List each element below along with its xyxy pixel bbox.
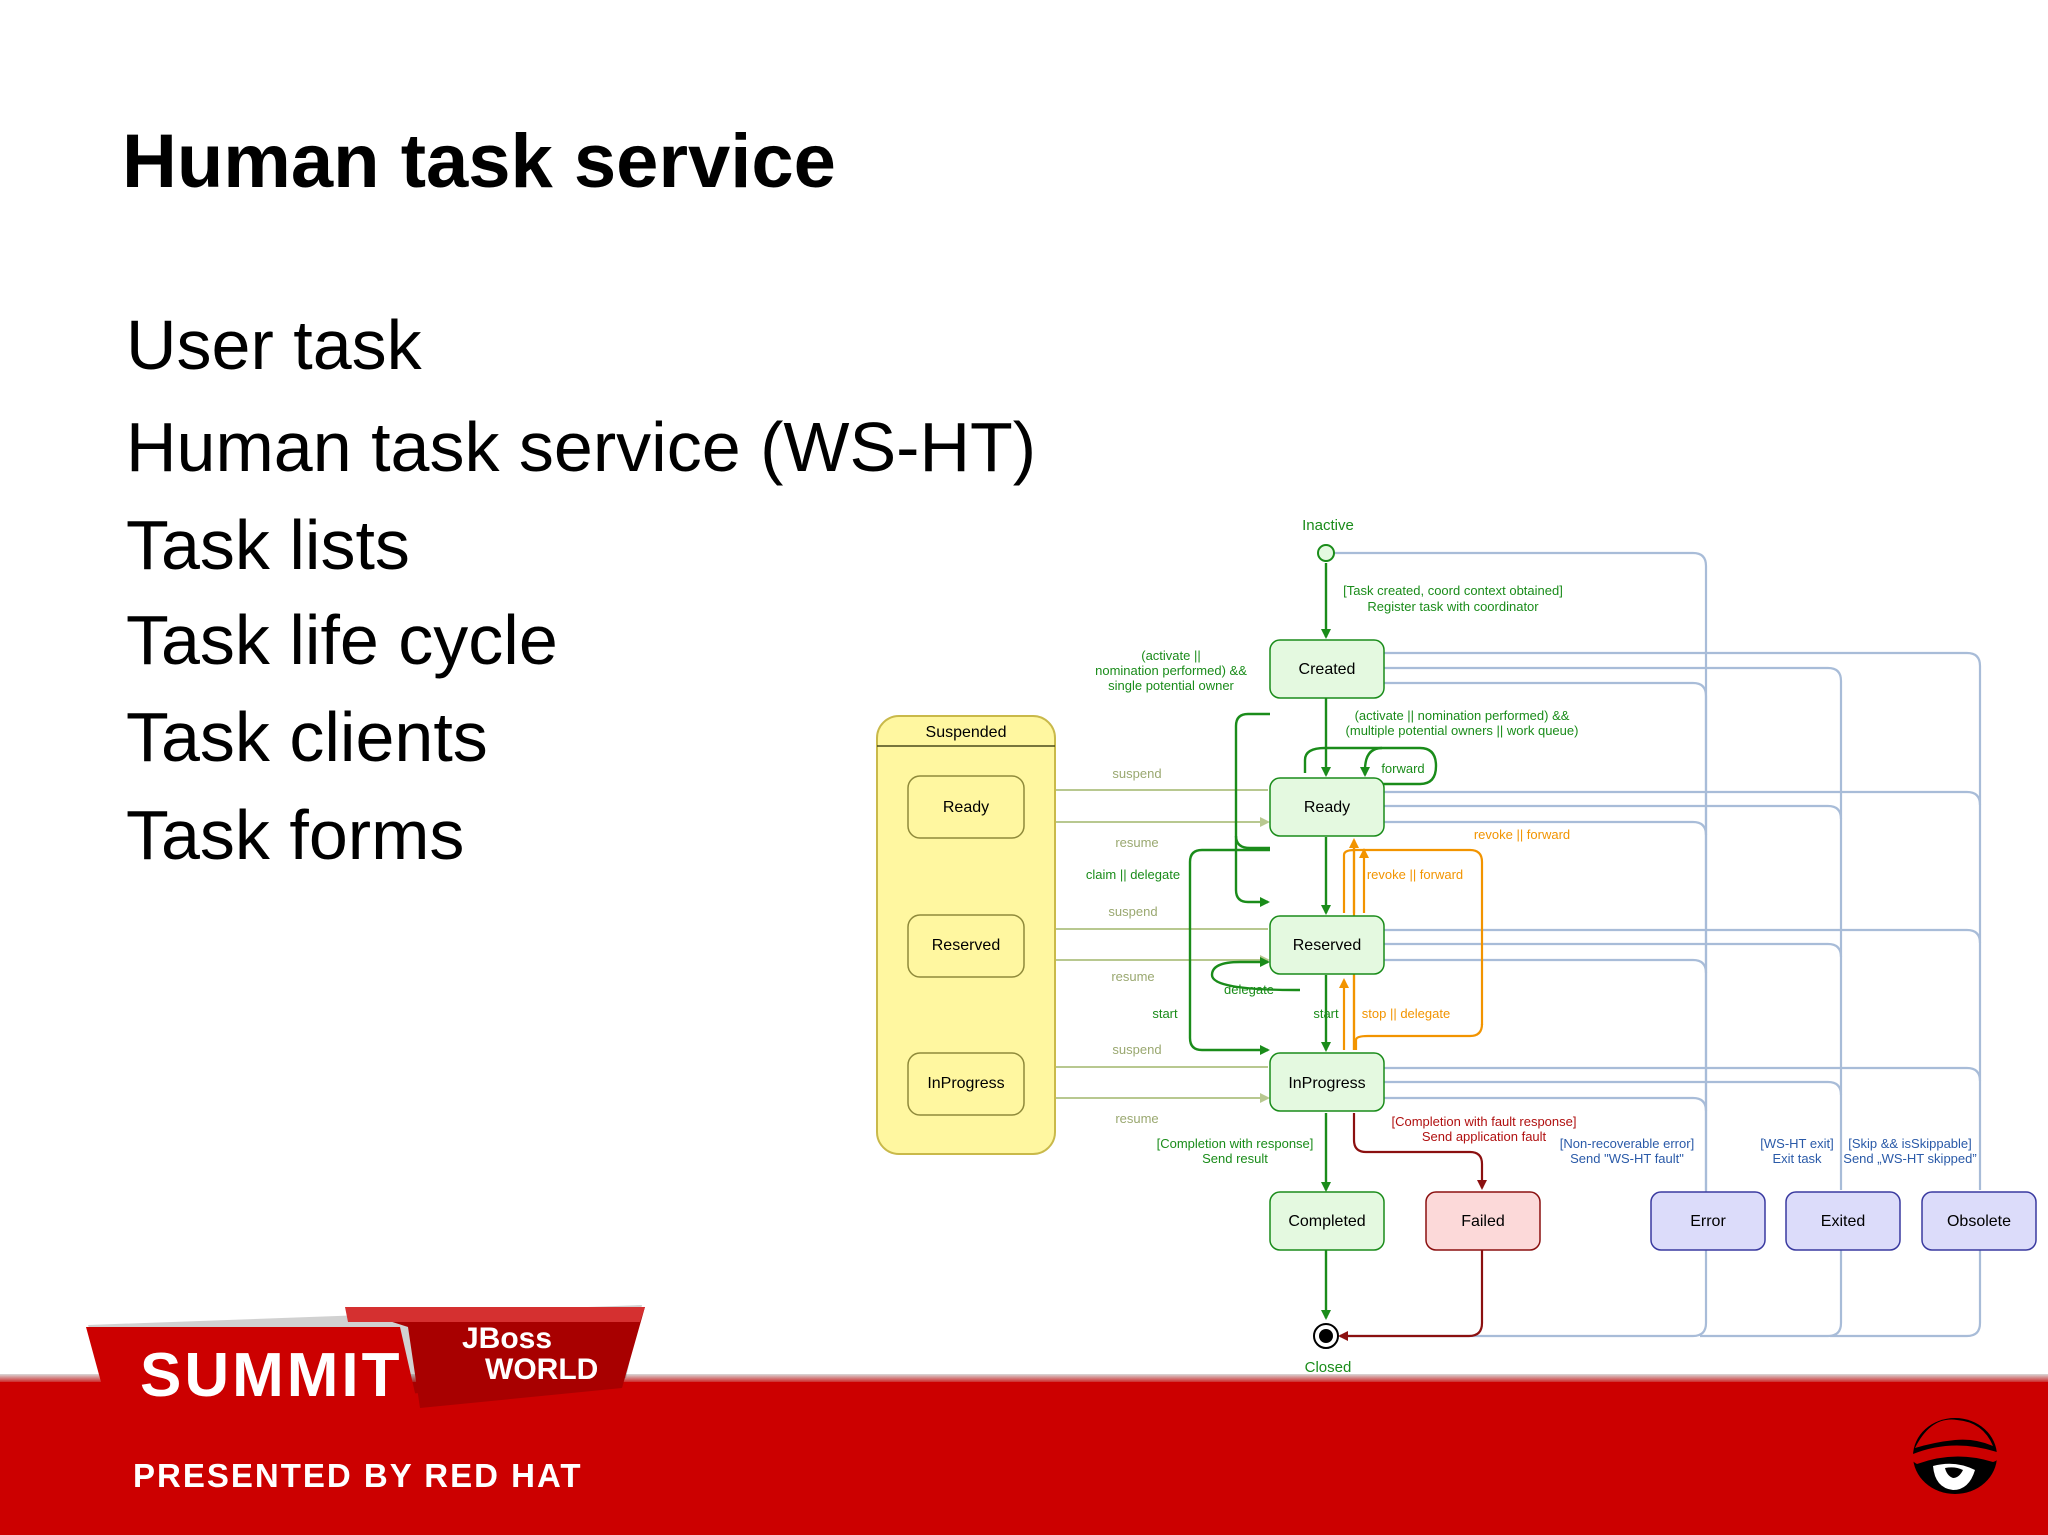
suspended-ready-state [907, 775, 1025, 839]
error-state [1650, 1191, 1766, 1251]
bullet-item: Task lists [126, 506, 410, 584]
summit-plate [86, 1327, 420, 1415]
send-fault-label: Send application fault [1422, 1129, 1547, 1144]
suspended-inprogress-state [907, 1052, 1025, 1116]
activate-multi-label: (multiple potential owners || work queue… [1346, 723, 1579, 738]
suspend-resume-edges [1025, 785, 1270, 1103]
ready-state [1269, 777, 1385, 837]
inprogress-state [1269, 1052, 1385, 1112]
delegate-label: delegate [1224, 982, 1274, 997]
forward-label: forward [1381, 761, 1424, 776]
redhat-shadowman-icon [1911, 1418, 1999, 1494]
exited-state [1785, 1191, 1901, 1251]
wsht-exit-label: [WS-HT exit] [1760, 1136, 1833, 1151]
activate-single-label: nomination performed) && [1095, 663, 1247, 678]
send-skipped-label: Send „WS-HT skipped” [1843, 1151, 1976, 1166]
suspend-resume-labels: suspend resume suspend resume suspend re… [1108, 766, 1161, 1126]
fault-labels: [Completion with fault response] Send ap… [1392, 1114, 1577, 1144]
reserved-state [1269, 915, 1385, 975]
green-transition-labels: [Task created, coord context obtained] R… [1086, 583, 1579, 1166]
bullet-item: Task clients [126, 698, 488, 776]
start-label: start [1152, 1006, 1178, 1021]
error-label: Error [1690, 1213, 1726, 1230]
nonrecoverable-label: [Non-recoverable error] [1560, 1136, 1694, 1151]
completion-label: [Completion with response] [1157, 1136, 1314, 1151]
activate-single-label: (activate || [1141, 648, 1201, 663]
claim-delegate-label: claim || delegate [1086, 867, 1180, 882]
suspend-label: suspend [1108, 904, 1157, 919]
completed-state [1269, 1191, 1385, 1251]
jboss-wordmark: JBoss [462, 1322, 553, 1355]
suspended-inprogress-label: InProgress [927, 1075, 1004, 1092]
suspended-title: Suspended [926, 724, 1007, 741]
orange-transition-labels: revoke || forward revoke || forward stop… [1362, 827, 1570, 1021]
fault-response-label: [Completion with fault response] [1392, 1114, 1577, 1129]
start-label: start [1313, 1006, 1339, 1021]
jboss-plate [345, 1307, 645, 1408]
completed-label: Completed [1288, 1213, 1365, 1230]
presented-by-text: PRESENTED BY RED HAT [133, 1457, 583, 1494]
resume-label: resume [1115, 835, 1158, 850]
exited-label: Exited [1821, 1213, 1865, 1230]
exit-task-label: Exit task [1772, 1151, 1822, 1166]
suspend-label: suspend [1112, 1042, 1161, 1057]
jboss-plate-highlight [345, 1307, 645, 1322]
stop-delegate-label: stop || delegate [1362, 1006, 1450, 1021]
initial-state-node [1317, 544, 1335, 562]
exception-edges [1326, 551, 1982, 1338]
obsolete-state [1921, 1191, 2037, 1251]
bullet-item: Human task service (WS-HT) [126, 408, 1037, 486]
exception-labels: [Non-recoverable error] Send "WS-HT faul… [1560, 1136, 1977, 1166]
failed-state [1425, 1191, 1541, 1251]
inprogress-label: InProgress [1288, 1075, 1365, 1092]
footer-shade [0, 1374, 2048, 1384]
suspended-reserved-state [907, 914, 1025, 978]
send-result-label: Send result [1202, 1151, 1268, 1166]
failure-edges [1338, 1113, 1487, 1341]
bullet-item: Task life cycle [126, 601, 558, 679]
created-state [1269, 639, 1385, 699]
activate-multi-label: (activate || nomination performed) && [1355, 708, 1570, 723]
revoke-forward-label: revoke || forward [1367, 867, 1463, 882]
task-created-label: [Task created, coord context obtained] [1343, 583, 1563, 598]
summit-wordmark: SUMMIT [140, 1341, 403, 1410]
ready-label: Ready [1304, 799, 1350, 816]
suspended-ready-label: Ready [943, 799, 989, 816]
slide-title: Human task service [122, 119, 836, 204]
send-fault-label: Send "WS-HT fault" [1570, 1151, 1684, 1166]
skip-label: [Skip && isSkippable] [1848, 1136, 1972, 1151]
inactive-label: Inactive [1302, 517, 1354, 534]
closed-label: Closed [1305, 1359, 1352, 1376]
final-state-dot [1319, 1329, 1333, 1343]
obsolete-label: Obsolete [1947, 1213, 2011, 1230]
created-label: Created [1299, 661, 1356, 678]
failed-label: Failed [1461, 1213, 1505, 1230]
bullet-item: User task [126, 306, 422, 384]
suspend-label: suspend [1112, 766, 1161, 781]
world-wordmark: WORLD [485, 1353, 599, 1386]
resume-label: resume [1115, 1111, 1158, 1126]
register-task-label: Register task with coordinator [1367, 599, 1539, 614]
reserved-label: Reserved [1293, 937, 1361, 954]
revoke-forward-label: revoke || forward [1474, 827, 1570, 842]
bullet-item: Task forms [126, 796, 465, 874]
resume-label: resume [1111, 969, 1154, 984]
activate-single-label: single potential owner [1108, 678, 1234, 693]
main-flow-edges [1188, 563, 1438, 1320]
suspended-reserved-label: Reserved [932, 937, 1000, 954]
